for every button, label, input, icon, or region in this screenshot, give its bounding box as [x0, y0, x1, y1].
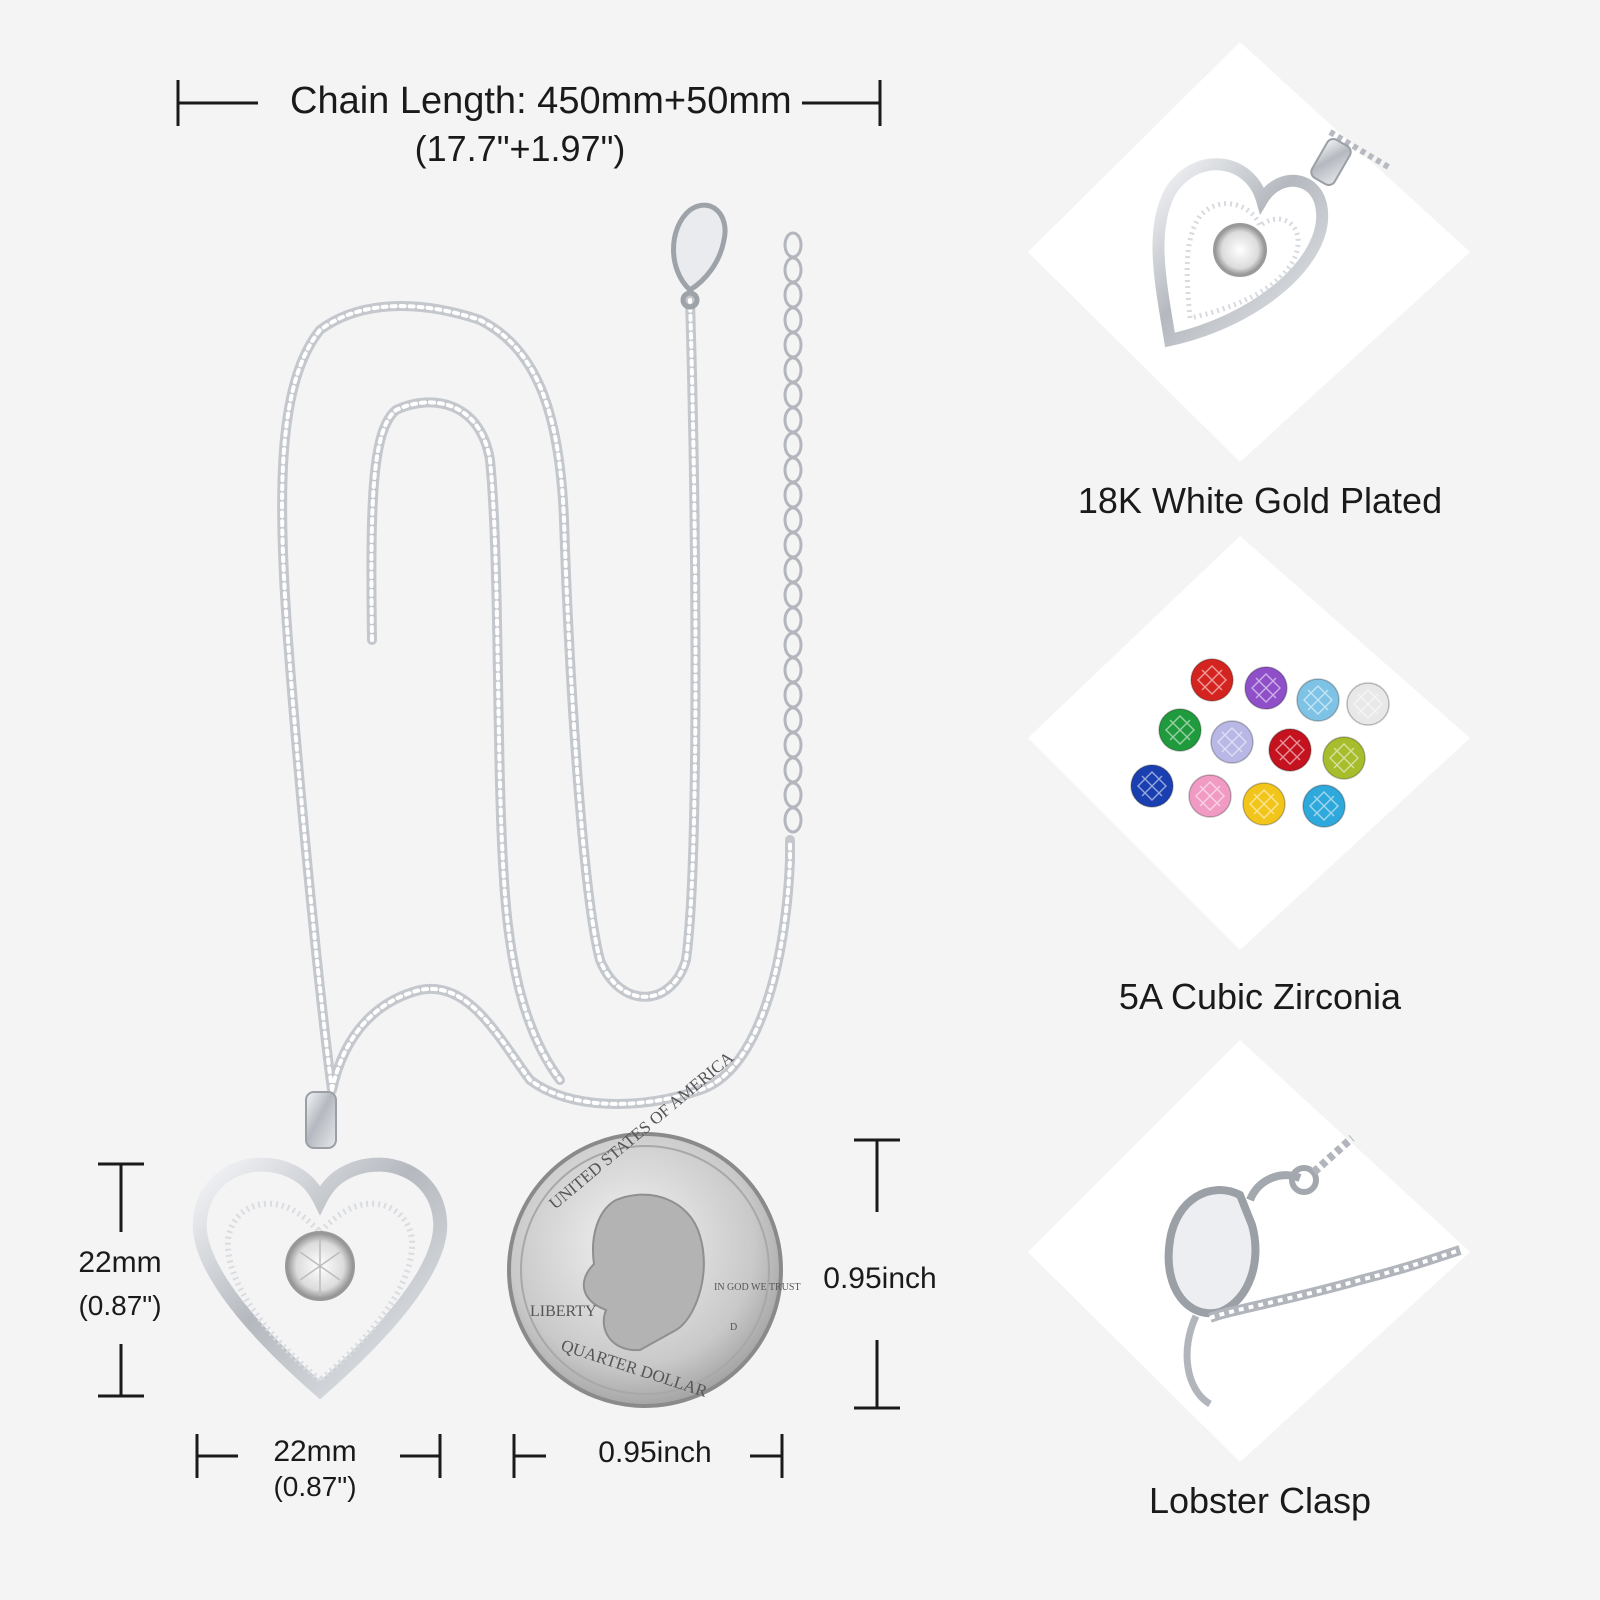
pendant-width-bracket — [195, 1434, 442, 1478]
heart-pendant-icon — [1152, 129, 1392, 348]
coin-motto-text: IN GOD WE TRUST — [714, 1282, 801, 1293]
gemstones-icon — [1130, 658, 1390, 828]
pendant-height-in-label: (0.87") — [78, 1290, 162, 1321]
chain-length-inches-label: (17.7"+1.97") — [414, 128, 626, 169]
gem-facet — [1249, 789, 1279, 819]
extender-chain — [783, 231, 803, 834]
coin-liberty-text: LIBERTY — [530, 1303, 597, 1320]
chain-length-bracket — [176, 80, 882, 126]
feature-label-clasp: Lobster Clasp — [1148, 1480, 1372, 1521]
chain-lobster-clasp — [671, 202, 728, 310]
chain-length-label: Chain Length: 450mm+50mm — [290, 80, 792, 122]
gem-facet — [1137, 771, 1167, 801]
pendant-width-mm-label: 22mm — [273, 1435, 357, 1468]
pendant-width-in-label: (0.87") — [273, 1471, 357, 1502]
gem-facet — [1165, 715, 1195, 745]
lobster-clasp-icon — [1164, 1135, 1462, 1408]
gem-facet — [1217, 727, 1247, 757]
gem-facet — [1309, 791, 1339, 821]
feature-label-zirconia: 5A Cubic Zirconia — [1118, 976, 1402, 1017]
feature-label-plating: 18K White Gold Plated — [1077, 480, 1443, 521]
washington-profile — [582, 1193, 705, 1352]
heart-pendant — [192, 1091, 448, 1400]
coin-height-label: 0.95inch — [823, 1262, 937, 1295]
gem-facet — [1329, 743, 1359, 773]
coin-mint-mark: D — [730, 1322, 737, 1333]
gem-facet — [1303, 685, 1333, 715]
pendant-height-mm-label: 22mm — [78, 1246, 162, 1279]
pendant-height-bracket — [98, 1162, 144, 1398]
gem-facet — [1197, 665, 1227, 695]
gem-facet — [1195, 781, 1225, 811]
coin-width-bracket — [512, 1434, 784, 1478]
quarter-coin — [507, 1132, 783, 1408]
gem-facet — [1275, 735, 1305, 765]
coin-width-label: 0.95inch — [598, 1436, 712, 1469]
necklace-chain — [277, 295, 795, 1109]
gem-facet — [1251, 673, 1281, 703]
gem-facet — [1353, 689, 1383, 719]
coin-height-bracket — [854, 1138, 900, 1410]
